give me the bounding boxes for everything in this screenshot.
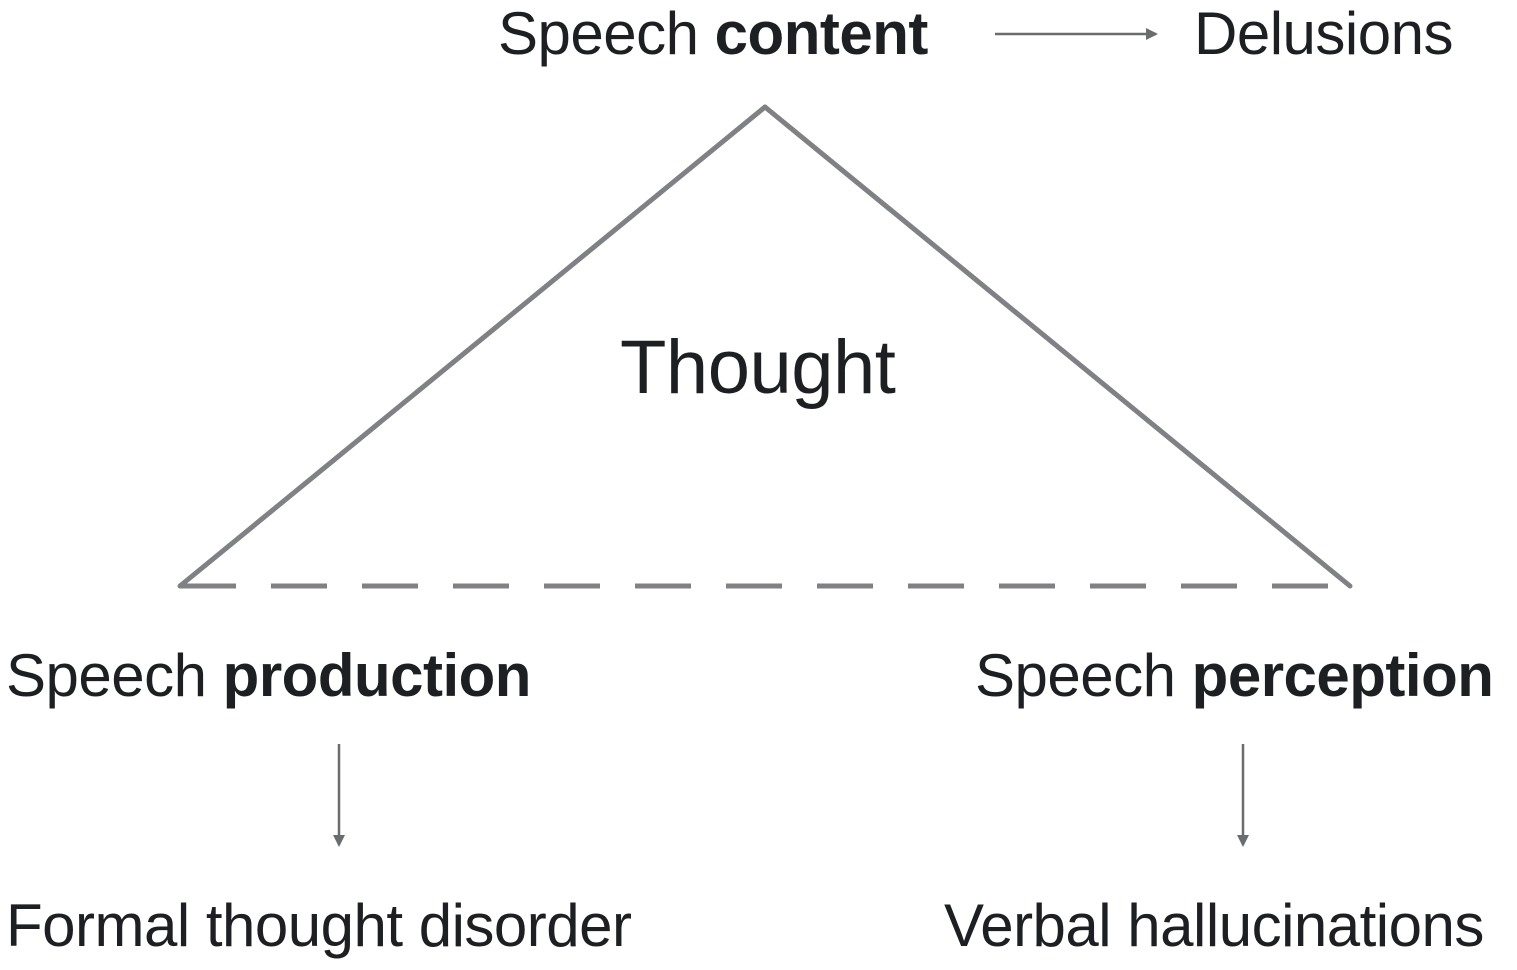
- speech-production-emphasis: production: [222, 642, 532, 709]
- speech-perception-prefix: Speech: [975, 642, 1176, 709]
- delusions-label: Delusions: [1194, 0, 1453, 67]
- speech-perception-emphasis: perception: [1191, 642, 1494, 709]
- speech-content-emphasis: content: [714, 0, 929, 67]
- speech-production-prefix: Speech: [6, 642, 207, 709]
- formal-thought-disorder-label: Formal thought disorder: [6, 892, 632, 959]
- speech-content-prefix: Speech: [498, 0, 699, 67]
- thought-label: Thought: [620, 325, 896, 410]
- triangle-right-edge: [762, 104, 1353, 589]
- speech-content-label: Speech content: [498, 4, 928, 64]
- speech-production-label: Speech production: [6, 646, 531, 706]
- speech-perception-label: Speech perception: [975, 646, 1494, 706]
- triangle-left-edge: [177, 104, 768, 589]
- verbal-hallucinations-label: Verbal hallucinations: [944, 892, 1484, 959]
